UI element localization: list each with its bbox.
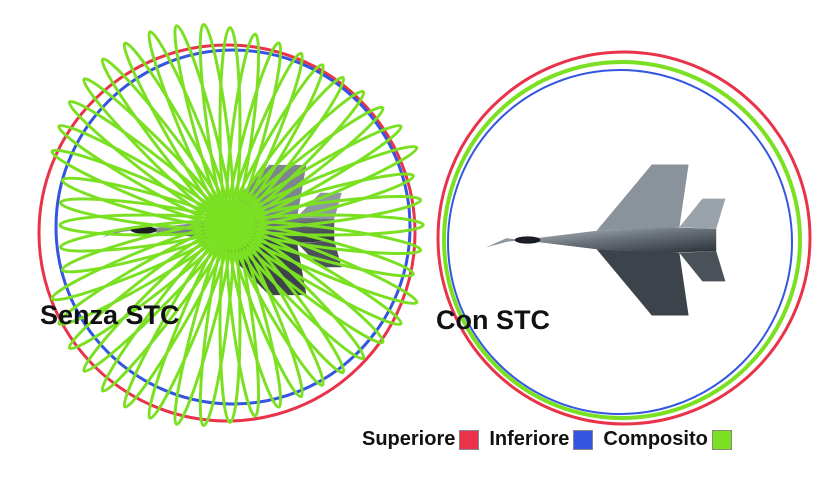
composite-pattern-circle xyxy=(442,60,802,420)
legend-swatch-lower xyxy=(573,429,594,450)
legend-item-upper: Superiore xyxy=(362,428,480,451)
legend: Superiore Inferiore Composito xyxy=(362,428,742,451)
legend-label-upper: Superiore xyxy=(362,428,456,450)
jet-icon xyxy=(486,164,726,316)
legend-swatch-composite xyxy=(711,429,732,450)
label-without-stc: Senza STC xyxy=(40,300,180,330)
legend-item-composite: Composito xyxy=(603,428,732,451)
panel-without-stc xyxy=(37,22,425,428)
upper-pattern-circle xyxy=(436,50,812,426)
legend-swatch-upper xyxy=(459,429,480,450)
legend-item-lower: Inferiore xyxy=(489,428,594,451)
legend-label-composite: Composito xyxy=(603,428,708,450)
panel-with-stc xyxy=(436,50,812,426)
label-with-stc: Con STC xyxy=(436,305,550,335)
legend-label-lower: Inferiore xyxy=(489,428,570,450)
composite-lobe xyxy=(228,194,423,230)
composite-lobes xyxy=(50,22,425,428)
lower-pattern-circle xyxy=(447,69,793,415)
lower-pattern-circle xyxy=(54,48,412,406)
